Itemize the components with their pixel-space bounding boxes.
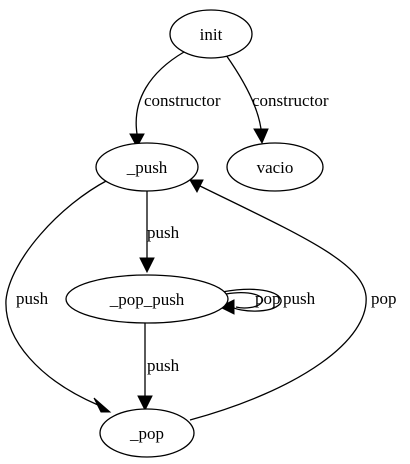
edge-label-pop-push-self-push: push [283, 289, 316, 308]
edge-label-pop-push-to-pop: push [147, 356, 180, 375]
node-label-pop-push: _pop_push [109, 290, 185, 309]
node-label-pop: _pop [129, 424, 164, 443]
edge-init-to-vacio: constructor [225, 54, 329, 145]
edge-label-pop-to-push: pop [371, 289, 397, 308]
node-vacio: vacio [226, 142, 324, 192]
edge-label-init-to-vacio: constructor [252, 91, 329, 110]
edge-label-push-to-pop-push: push [147, 223, 180, 242]
edge-push-to-pop: push [5, 179, 112, 413]
edge-label-init-to-push: constructor [144, 91, 221, 110]
node-label-push: _push [126, 158, 168, 177]
edge-label-pop-push-self-pop: pop [255, 289, 281, 308]
edge-push-to-pop-push: push [139, 190, 180, 274]
node-pop: _pop [99, 408, 195, 458]
edge-label-push-to-pop: push [16, 289, 49, 308]
node-push: _push [95, 142, 199, 192]
edge-pop-push-to-pop: push [137, 322, 180, 412]
edge-pop-push-self-loop: pop push [218, 288, 316, 315]
node-pop-push: _pop_push [65, 274, 229, 324]
node-label-vacio: vacio [257, 158, 294, 177]
edge-init-to-push: constructor [129, 51, 221, 149]
node-label-init: init [200, 25, 223, 44]
node-init: init [169, 9, 253, 59]
edge-pop-to-push: pop [189, 179, 397, 421]
